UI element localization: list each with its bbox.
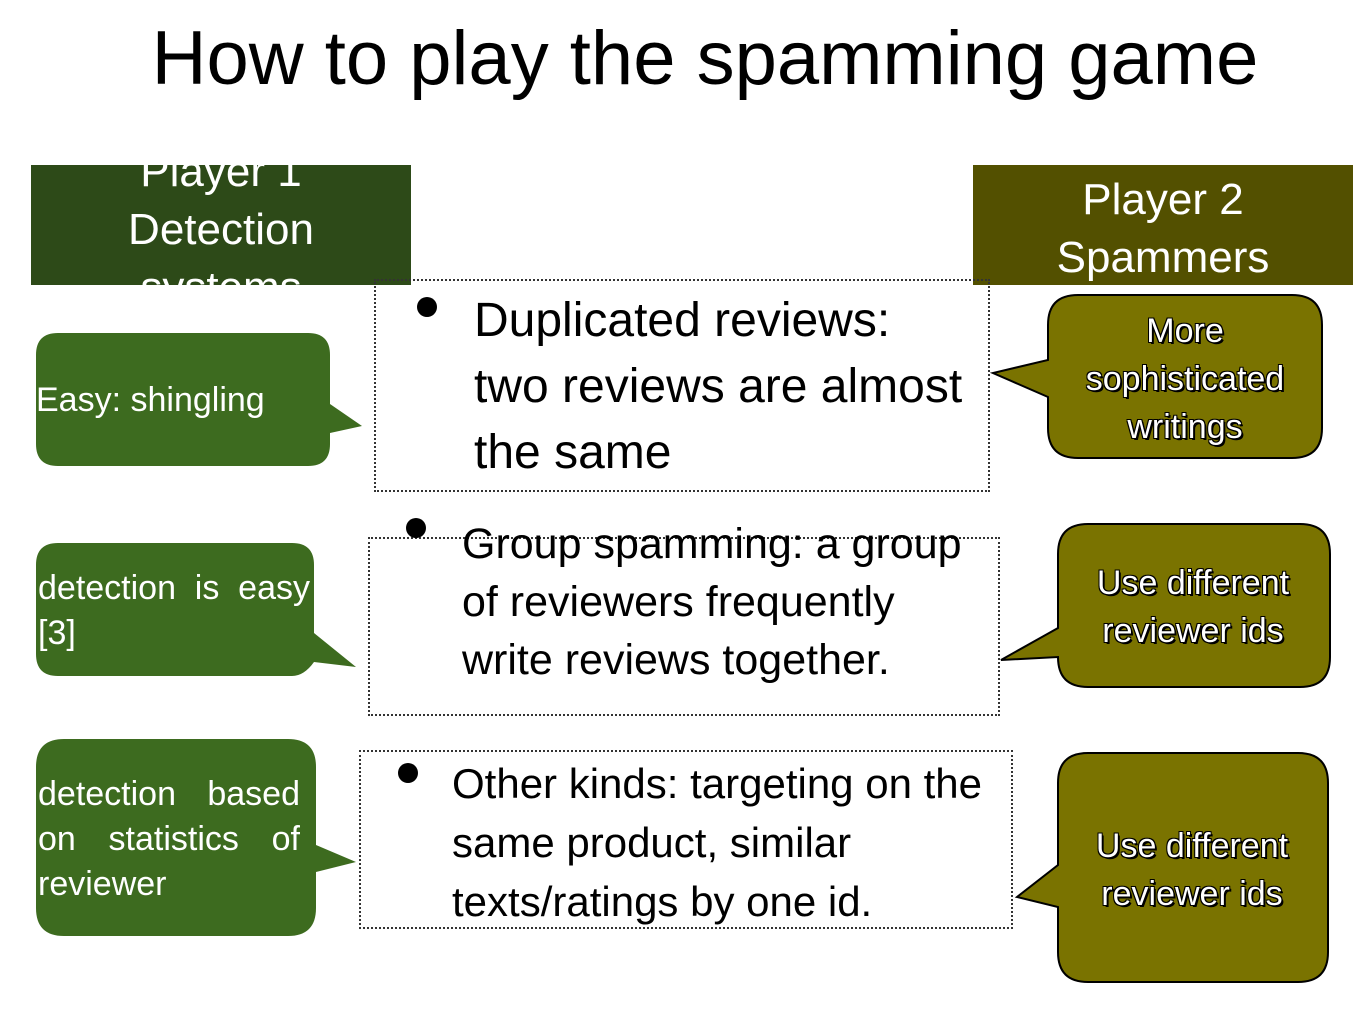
spammer-text-2: Use different reviewer ids xyxy=(1096,564,1290,650)
slide-title: How to play the spamming game xyxy=(151,16,1259,101)
bullet-text-3: Other kinds: targeting on the same produ… xyxy=(452,760,982,925)
bullet-dot-1 xyxy=(417,297,437,317)
detection-text-2: detection is easy [3] xyxy=(38,569,310,652)
spammer-bubble-3 xyxy=(1014,752,1329,983)
player1-line1: Player 1 xyxy=(140,165,302,196)
bullet-text-1: Duplicated reviews: two reviews are almo… xyxy=(474,294,963,479)
spammer-text-1: More sophisticated writings xyxy=(1085,312,1285,446)
bullet-dot-2 xyxy=(406,518,426,538)
detection-text-1: Easy: shingling xyxy=(36,381,265,419)
player2-line2: Spammers xyxy=(1056,233,1270,282)
player2-line1: Player 2 xyxy=(1082,175,1244,224)
spammer-bubble-1 xyxy=(989,294,1323,459)
detection-bubble-1 xyxy=(36,333,362,466)
player1-line2: Detection xyxy=(128,205,314,254)
player2-header: Player 2 Spammers xyxy=(973,165,1353,285)
player1-line3: systems xyxy=(31,259,411,285)
bullet-text-2: Group spamming: a group of reviewers fre… xyxy=(462,520,962,684)
bullet-dot-3 xyxy=(398,763,418,783)
detection-text-3: detection based on statistics of reviewe… xyxy=(38,775,300,903)
bullet-box-1 xyxy=(374,279,990,492)
bullet-box-3 xyxy=(359,750,1013,929)
spammer-text-3: Use different reviewer ids xyxy=(1095,827,1289,913)
player1-header: Player 1 Detection systems xyxy=(31,165,411,285)
bullet-box-2 xyxy=(368,537,1000,716)
detection-bubble-3 xyxy=(36,739,356,936)
spammer-bubble-2 xyxy=(1000,523,1331,688)
detection-bubble-2 xyxy=(36,543,356,676)
